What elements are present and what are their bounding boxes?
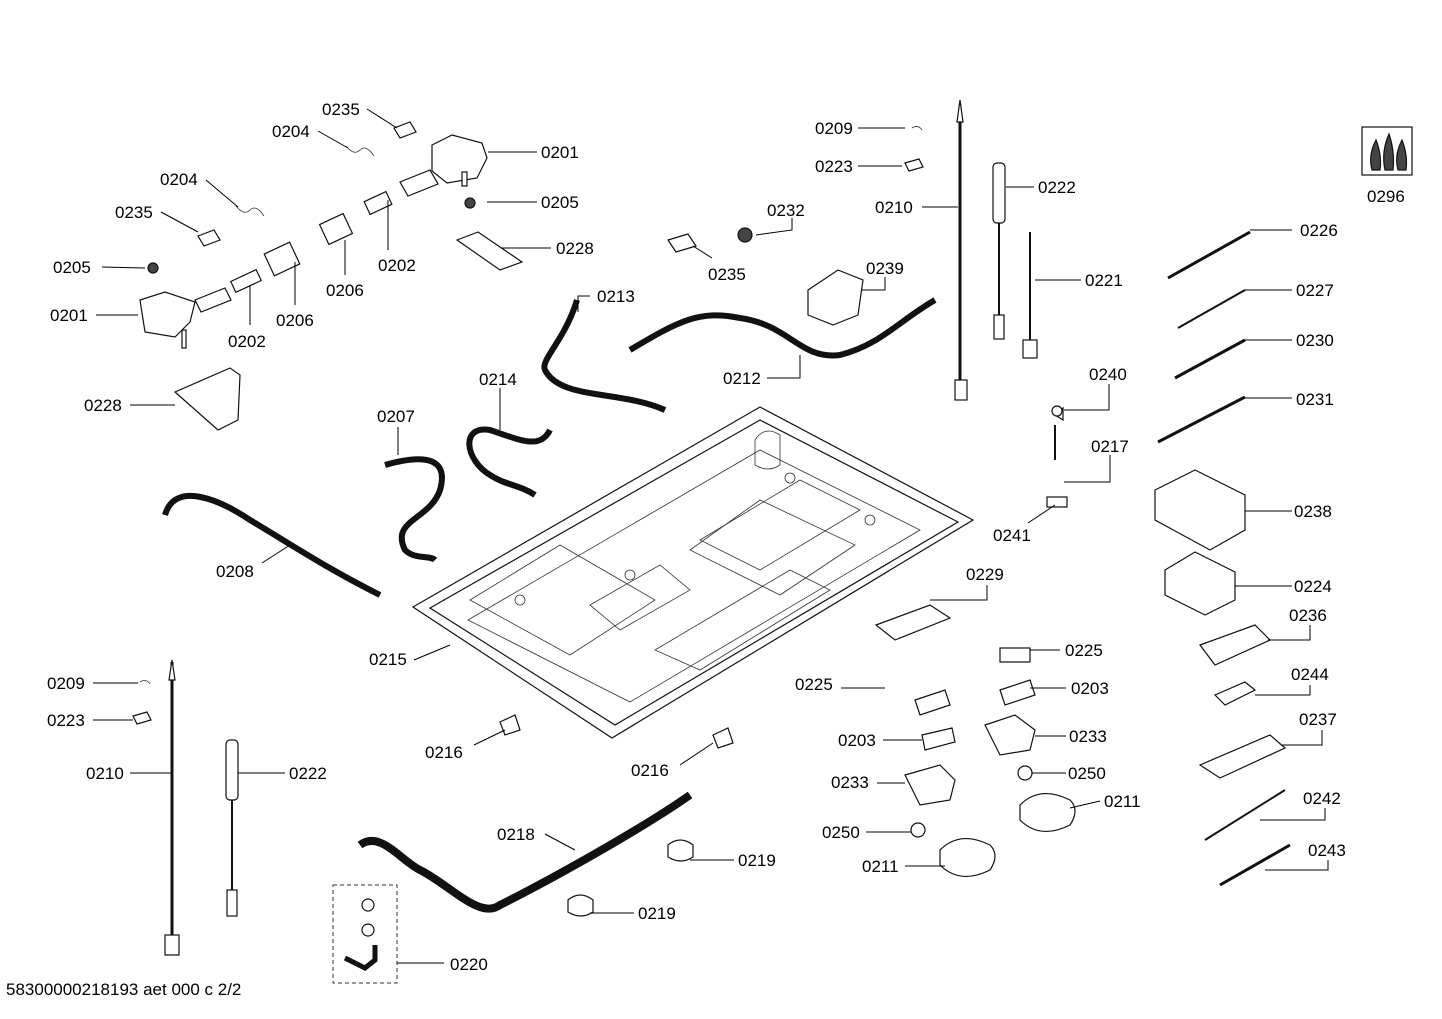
label-0229: 0229 [966, 565, 1004, 584]
label-0209: 0209 [47, 674, 85, 693]
gas-valve-upper [399, 134, 488, 197]
clip-0209-upper [911, 126, 923, 131]
ignition-unit-0239 [807, 269, 864, 326]
label-0243: 0243 [1308, 841, 1346, 860]
label-0204: 0204 [160, 170, 198, 189]
drawing-number: 58300000218193 aet 000 c 2/2 [6, 980, 242, 999]
label-0235: 0235 [322, 100, 360, 119]
hob-tray [411, 406, 975, 739]
label-0219: 0219 [738, 851, 776, 870]
label-0203: 0203 [838, 731, 876, 750]
label-0216: 0216 [631, 761, 669, 780]
label-0202: 0202 [378, 256, 416, 275]
label-0231: 0231 [1296, 390, 1334, 409]
label-0207: 0207 [377, 407, 415, 426]
label-0205: 0205 [53, 258, 91, 277]
label-0203: 0203 [1071, 679, 1109, 698]
label-0225: 0225 [795, 675, 833, 694]
part-labels: 0235 0204 0201 0204 0235 0205 0205 0201 … [47, 100, 1405, 974]
label-0238: 0238 [1294, 502, 1332, 521]
label-0212: 0212 [723, 369, 761, 388]
label-0210: 0210 [86, 764, 124, 783]
label-0242: 0242 [1303, 789, 1341, 808]
connector-parts [147, 190, 476, 294]
brackets-0228 [173, 231, 524, 431]
label-0226: 0226 [1300, 221, 1338, 240]
label-0235: 0235 [708, 265, 746, 284]
label-0236: 0236 [1289, 606, 1327, 625]
label-0214: 0214 [479, 370, 517, 389]
label-0215: 0215 [369, 650, 407, 669]
thermocouple-lower [132, 659, 239, 956]
label-0228: 0228 [84, 396, 122, 415]
label-0239: 0239 [866, 259, 904, 278]
label-0206: 0206 [276, 311, 314, 330]
ignition-electrode-upper [992, 162, 1006, 340]
label-0223: 0223 [815, 157, 853, 176]
label-0233: 0233 [1069, 727, 1107, 746]
label-0235: 0235 [115, 203, 153, 222]
label-0225: 0225 [1065, 641, 1103, 660]
label-0228: 0228 [556, 239, 594, 258]
label-0208: 0208 [216, 562, 254, 581]
thermocouple-upper [954, 99, 968, 401]
label-0216: 0216 [425, 743, 463, 762]
label-0221: 0221 [1085, 271, 1123, 290]
ignition-plug-0221 [1022, 232, 1038, 359]
label-0227: 0227 [1296, 281, 1334, 300]
label-0217: 0217 [1091, 437, 1129, 456]
label-0210: 0210 [875, 198, 913, 217]
right-side-parts [1046, 230, 1291, 887]
label-0233: 0233 [831, 773, 869, 792]
label-0211: 0211 [1104, 792, 1141, 811]
clip-0223-upper [904, 158, 924, 172]
lower-middle-parts [499, 604, 1076, 917]
label-0213: 0213 [597, 287, 635, 306]
label-0205: 0205 [541, 193, 579, 212]
label-0206: 0206 [326, 281, 364, 300]
kit-box-0220 [332, 884, 398, 984]
label-0240: 0240 [1089, 365, 1127, 384]
label-0201: 0201 [541, 143, 579, 162]
label-0250: 0250 [822, 823, 860, 842]
label-0224: 0224 [1294, 577, 1332, 596]
label-0204: 0204 [272, 122, 310, 141]
label-0230: 0230 [1296, 331, 1334, 350]
label-0222: 0222 [289, 764, 327, 783]
label-0223: 0223 [47, 711, 85, 730]
label-0202: 0202 [228, 332, 266, 351]
gas-flame-symbol [1361, 126, 1413, 176]
label-0241: 0241 [993, 526, 1031, 545]
clips [197, 121, 753, 253]
label-0250: 0250 [1068, 764, 1106, 783]
gas-valve-lower [139, 287, 232, 349]
label-0219: 0219 [638, 904, 676, 923]
label-0232: 0232 [767, 201, 805, 220]
label-0209: 0209 [815, 119, 853, 138]
label-0218: 0218 [497, 825, 535, 844]
label-0222: 0222 [1038, 178, 1076, 197]
label-0220: 0220 [450, 955, 488, 974]
label-0237: 0237 [1299, 710, 1337, 729]
gas-pipes [162, 297, 937, 913]
label-0201: 0201 [50, 306, 88, 325]
label-0244: 0244 [1291, 665, 1329, 684]
label-0211: 0211 [862, 857, 899, 876]
label-0296: 0296 [1367, 187, 1405, 206]
leader-lines [93, 108, 1329, 964]
